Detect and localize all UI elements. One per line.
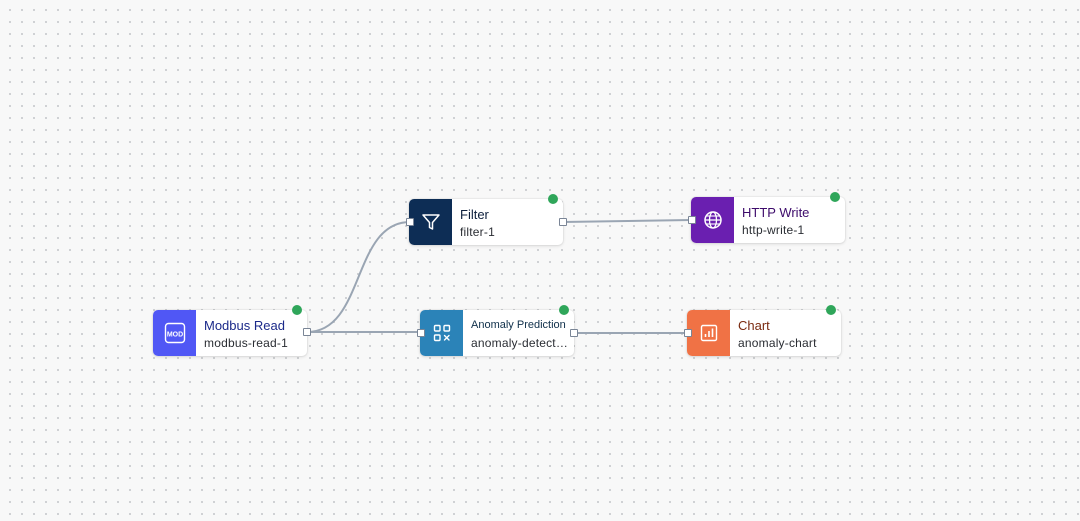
node-anomaly-prediction[interactable]: Anomaly Prediction anomaly-detect… [420, 310, 574, 356]
node-subtitle: http-write-1 [742, 223, 805, 237]
edge-filter-http-write[interactable] [562, 219, 692, 223]
edge-modbus-filter[interactable] [306, 221, 411, 333]
input-port-anomaly-prediction[interactable] [417, 329, 425, 337]
node-subtitle: anomaly-detect… [471, 336, 569, 350]
output-port-filter[interactable] [559, 218, 567, 226]
status-dot-chart [826, 305, 836, 315]
mod-chip-icon: MOD [164, 322, 185, 344]
status-dot-http-write [830, 192, 840, 202]
node-subtitle: anomaly-chart [738, 336, 817, 350]
output-port-modbus-read[interactable] [303, 328, 311, 336]
node-modbus-read-icon-box: MOD [153, 310, 196, 356]
node-title: Anomaly Prediction [471, 319, 566, 331]
node-http-write-icon-box [691, 197, 734, 243]
node-anomaly-icon-box [420, 310, 463, 356]
globe-icon [703, 211, 722, 229]
input-port-filter[interactable] [406, 218, 414, 226]
node-title: Chart [738, 318, 770, 333]
node-chart[interactable]: Chart anomaly-chart [687, 310, 841, 356]
node-modbus-read[interactable]: MOD Modbus Read modbus-read-1 [153, 310, 307, 356]
node-subtitle: filter-1 [460, 225, 495, 239]
node-filter-icon-box [409, 199, 452, 245]
node-filter[interactable]: Filter filter-1 [409, 199, 563, 245]
bar-chart-icon [700, 324, 717, 342]
svg-text:MOD: MOD [166, 331, 182, 338]
status-dot-filter [548, 194, 558, 204]
node-title: Filter [460, 207, 489, 222]
input-port-chart[interactable] [684, 329, 692, 337]
node-http-write[interactable]: HTTP Write http-write-1 [691, 197, 845, 243]
node-title: HTTP Write [742, 205, 810, 220]
grid-x-icon [433, 324, 450, 342]
node-title: Modbus Read [204, 318, 285, 333]
node-subtitle: modbus-read-1 [204, 336, 288, 350]
input-port-http-write[interactable] [688, 216, 696, 224]
funnel-icon [421, 214, 440, 230]
status-dot-anomaly-prediction [559, 305, 569, 315]
status-dot-modbus-read [292, 305, 302, 315]
output-port-anomaly-prediction[interactable] [570, 329, 578, 337]
node-chart-icon-box [687, 310, 730, 356]
